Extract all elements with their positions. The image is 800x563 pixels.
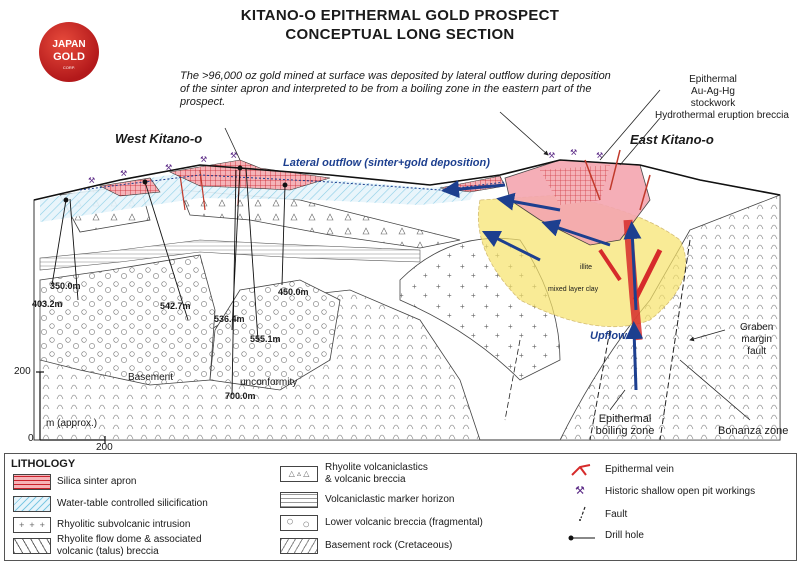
scale-vertical-value: 200	[14, 366, 31, 377]
svg-text:⚒: ⚒	[200, 155, 207, 164]
japan-gold-logo: JAPAN GOLD CORP.	[39, 22, 99, 82]
label-boiling-1: Epithermal	[598, 413, 652, 425]
svg-text:⚒: ⚒	[230, 151, 237, 160]
label-stockwork-1: Epithermal	[689, 74, 737, 85]
drill-depth-label: 536.4m	[214, 314, 245, 324]
vein-icon	[570, 463, 592, 477]
legend-fault: Fault	[605, 509, 628, 520]
label-boiling-2: boiling zone	[595, 425, 655, 437]
swatch-volcaniclastics: △ ▵ △	[280, 466, 318, 482]
svg-text:⚒: ⚒	[596, 151, 603, 160]
legend-basement: Basement rock (Cretaceous)	[325, 540, 453, 551]
legend-silicification: Water-table controlled silicification	[57, 498, 208, 509]
scale-horizontal-value: 200	[96, 442, 113, 453]
svg-text:⚒: ⚒	[570, 148, 577, 157]
label-eruption-breccia: Hydrothermal eruption breccia	[655, 110, 789, 121]
swatch-intrusion: + + +	[13, 517, 51, 533]
svg-text:⚒: ⚒	[120, 169, 127, 178]
diagram-title: KITANO-O EPITHERMAL GOLD PROSPECT CONCEP…	[0, 6, 800, 44]
legend-intrusion: Rhyolitic subvolcanic intrusion	[57, 519, 191, 530]
swatch-silicification	[13, 496, 51, 512]
pit-workings-icon: ⚒	[575, 485, 585, 497]
legend-volcaniclastics-2: & volcanic breccia	[325, 474, 406, 485]
label-lateral-outflow: Lateral outflow (sinter+gold deposition)	[283, 157, 490, 169]
logo-text-3: CORP.	[62, 65, 76, 70]
label-mixed-layer-clay: mixed layer clay	[548, 286, 599, 293]
legend-pit-workings: Historic shallow open pit workings	[605, 486, 756, 497]
title-line-1: KITANO-O EPITHERMAL GOLD PROSPECT	[240, 7, 560, 24]
label-stockwork: Epithermal Au-Ag-Hg stockwork	[668, 74, 758, 110]
legend-drill-hole: Drill hole	[605, 530, 644, 541]
label-graben-2: margin	[741, 334, 772, 345]
label-bonanza-zone: Bonanza zone	[718, 425, 789, 437]
scale-unit: m (approx.)	[46, 418, 98, 429]
label-basement: Basement	[128, 372, 174, 383]
legend-volcaniclastics-1: Rhyolite volcaniclastics	[325, 462, 428, 473]
svg-text:⚒: ⚒	[548, 151, 555, 160]
swatch-basement	[280, 538, 318, 554]
swatch-marker-horizon	[280, 492, 318, 508]
label-stockwork-2: Au-Ag-Hg stockwork	[690, 86, 736, 109]
svg-text:⚒: ⚒	[165, 163, 172, 172]
legend-sinter: Silica sinter apron	[57, 476, 137, 487]
label-illite: illite	[580, 264, 593, 271]
logo-text-2: GOLD	[53, 51, 85, 63]
drill-depth-label: 555.1m	[250, 334, 281, 344]
legend-flow-dome-1: Rhyolite flow dome & associated	[57, 534, 202, 545]
label-boiling-zone: Epithermal boiling zone	[590, 413, 660, 437]
scale-zero: 0	[28, 433, 34, 444]
legend-flow-dome-2: volcanic (talus) breccia	[57, 546, 159, 557]
drill-depth-label: 450.0m	[278, 287, 309, 297]
drill-depth-label: 700.0m	[225, 391, 256, 401]
swatch-flow-dome	[13, 538, 51, 554]
legend-vein: Epithermal vein	[605, 464, 674, 475]
cross-section: + +	[33, 89, 781, 444]
swatch-sinter	[13, 474, 51, 490]
label-west-kitano-o: West Kitano-o	[115, 131, 203, 146]
drill-depth-label: 350.0m	[50, 281, 81, 291]
drill-depth-label: 542.7m	[160, 301, 191, 311]
swatch-lower-breccia	[280, 515, 318, 531]
label-graben-3: fault	[747, 346, 767, 357]
legend-volcaniclastics: Rhyolite volcaniclastics & volcanic brec…	[325, 462, 428, 486]
svg-text:⚒: ⚒	[88, 176, 95, 185]
label-unconformity: unconformity	[240, 377, 298, 388]
lithology-legend: LITHOLOGY Silica sinter apron Water-tabl…	[4, 453, 797, 561]
drill-hole-icon	[567, 530, 597, 541]
label-upflow: Upflow	[590, 330, 627, 342]
legend-marker-horizon: Volcaniclastic marker horizon	[325, 494, 455, 505]
fault-icon	[575, 506, 591, 522]
title-line-2: CONCEPTUAL LONG SECTION	[285, 26, 515, 43]
drill-depth-label: 403.2m	[32, 299, 63, 309]
annotation-note: The >96,000 oz gold mined at surface was…	[180, 70, 611, 108]
label-graben-fault: Graben margin fault	[740, 322, 773, 358]
label-graben-1: Graben	[740, 322, 774, 333]
legend-lower-breccia: Lower volcanic breccia (fragmental)	[325, 517, 483, 528]
label-east-kitano-o: East Kitano-o	[630, 132, 714, 147]
legend-flow-dome: Rhyolite flow dome & associated volcanic…	[57, 534, 202, 558]
legend-title: LITHOLOGY	[11, 458, 76, 470]
logo-text-1: JAPAN	[52, 39, 86, 50]
